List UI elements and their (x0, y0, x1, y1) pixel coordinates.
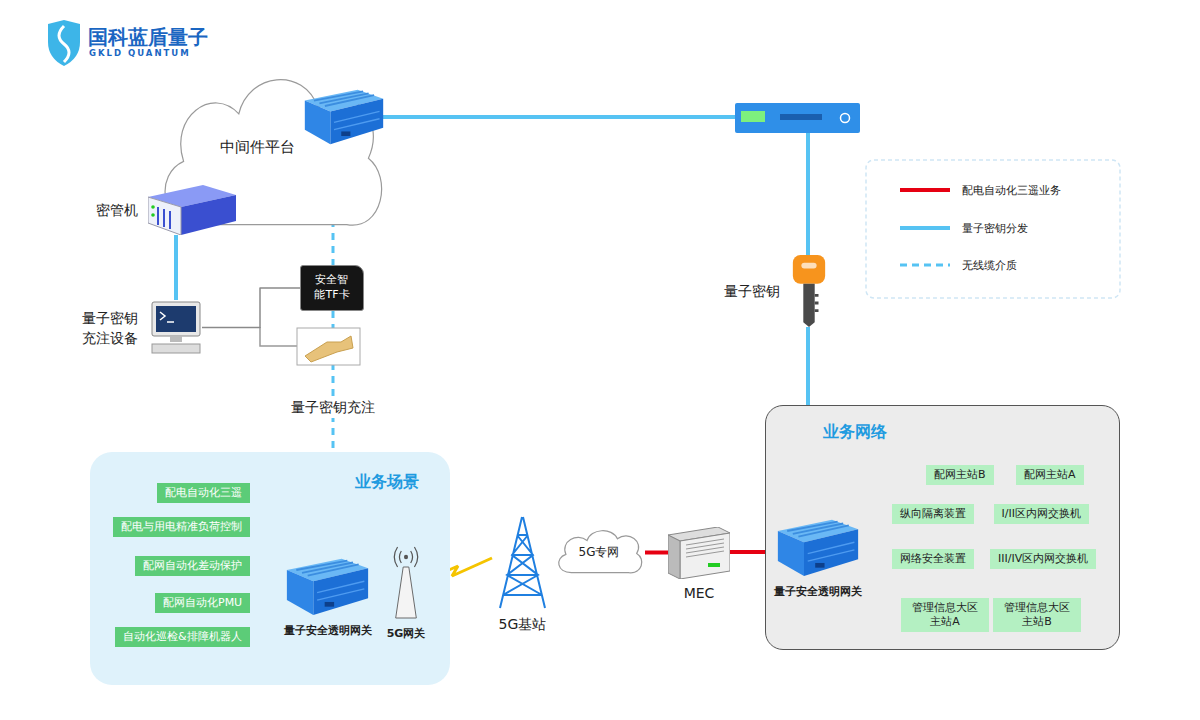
master-station-box: 配网主站B (926, 465, 994, 485)
connector (383, 117, 808, 255)
node-label: 量子密钥 充注设备 (80, 307, 140, 348)
icon-use (287, 559, 368, 615)
node-label: 配网主站A (1024, 468, 1076, 482)
usb-key-frame (297, 328, 360, 365)
key-charging-terminal: 量子密钥 充注设备 (150, 300, 202, 355)
network-device-box: 纵向隔离装置 (892, 504, 974, 524)
node-label: 5G基站 (499, 616, 547, 634)
node-label: 业务网络 (823, 422, 887, 443)
bracket-line (260, 327, 297, 346)
network-device-box: III/IV区内网交换机 (990, 549, 1096, 569)
node-label: 量子密钥 (724, 281, 780, 301)
rack-panel (780, 114, 822, 120)
connector (202, 288, 300, 328)
node-label: 配网自动化差动保护 (143, 559, 242, 573)
legend-text: 配电自动化三遥业务 (962, 183, 1061, 198)
business-network-region: 业务网络量子安全透明网关 纵向隔离装置 I/II区内网交换机 配网主站B 配网主站A 网络… (765, 405, 1120, 650)
legend-text: 无线缆介质 (962, 258, 1017, 273)
device-icon (285, 555, 370, 617)
node-label: 管理信息大区 主站B (1001, 601, 1073, 629)
node-label: 5G专网 (579, 544, 620, 561)
network-device-box: 网络安全装置 (892, 549, 974, 569)
5g-private-cloud: 5G专网 (553, 525, 645, 580)
connector (645, 551, 668, 555)
master-station-box: 管理信息大区 主站A (901, 598, 989, 632)
node-label: 密管机 (96, 200, 138, 220)
usb-key-body (305, 336, 353, 362)
service-box: 自动化巡检&排障机器人 (115, 627, 250, 647)
edge-label: 量子密钥充注 (288, 398, 378, 418)
device-icon (148, 185, 236, 235)
legend-dashed-sample (900, 264, 950, 267)
shield-swirl (59, 26, 69, 62)
logo-shield (48, 20, 80, 66)
master-station-box: 管理信息大区 主站B (993, 598, 1081, 632)
node-label: I/II区内网交换机 (1002, 507, 1081, 521)
usb-key (297, 328, 360, 365)
cloud-outline (559, 531, 642, 573)
quantum-gateway: 量子安全透明网关 (776, 516, 860, 578)
brand-subtitle: GKLD QUANTUM (89, 48, 191, 58)
node-label: 量子安全透明网关 (284, 623, 372, 638)
master-station-box: 配网主站A (1016, 465, 1084, 485)
node-label: 量子安全透明网关 (774, 584, 862, 599)
quantum-gateway: 量子安全透明网关 (285, 555, 370, 617)
node-label: 网络安全装置 (900, 552, 966, 566)
icon-use (793, 255, 825, 327)
icon-use (152, 302, 200, 353)
node-label: 安全智 能TF卡 (311, 273, 353, 303)
icon-use (668, 527, 730, 579)
shield-outer (48, 20, 80, 66)
icon-use (148, 185, 236, 235)
device-icon (776, 516, 860, 578)
legend-swatch (900, 188, 950, 192)
node-label: 5G网关 (387, 626, 426, 641)
scene-region: 业务场景配电自动化三遥配电与用电精准负荷控制配网自动化差动保护配网自动化PMU 自… (90, 452, 450, 685)
key-management-server: 密管机 (148, 185, 236, 235)
service-box: 配电与用电精准负荷控制 (113, 517, 250, 537)
node-label: 配网主站B (934, 468, 986, 482)
quantum-key-icon: 量子密钥 (790, 255, 828, 327)
legend-swatch (900, 226, 950, 230)
device-icon (495, 515, 550, 610)
device-icon (790, 255, 828, 327)
node-label: 纵向隔离装置 (900, 507, 966, 521)
node-label: 配电自动化三遥 (165, 486, 242, 500)
icon-use (305, 90, 383, 145)
icon-use (778, 520, 858, 576)
service-box: 配网自动化PMU (155, 593, 250, 613)
legend-text: 量子密钥分发 (962, 221, 1028, 236)
connector (174, 235, 178, 300)
legend-frame (866, 160, 1120, 298)
node-label: 配网自动化PMU (163, 596, 242, 610)
device-icon (391, 545, 421, 620)
icon-use (394, 547, 417, 618)
brand-name: 国科蓝盾量子 (88, 24, 208, 51)
service-box: 配网自动化差动保护 (135, 556, 250, 576)
rack-lcd (741, 111, 765, 122)
rack-body (735, 103, 860, 133)
node-label: 业务场景 (355, 472, 419, 493)
node-label: 中间件平台 (220, 138, 295, 157)
node-label: 自动化巡检&排障机器人 (123, 630, 242, 644)
service-box: 配电自动化三遥 (157, 483, 250, 503)
network-device-box: I/II区内网交换机 (994, 504, 1089, 524)
node-label: 管理信息大区 主站A (909, 601, 981, 629)
quantum-key-rack (735, 103, 860, 133)
device-icon (150, 300, 202, 355)
icon-use (500, 517, 545, 608)
node-label: MEC (684, 585, 715, 601)
middleware-gateway (305, 90, 383, 145)
tf-card: 安全智 能TF卡 (300, 265, 364, 311)
device-icon (668, 527, 730, 579)
mec-server: MEC (668, 527, 730, 579)
node-label: III/IV区内网交换机 (998, 552, 1088, 566)
5g-gateway: 5G网关 (391, 545, 421, 620)
node-label: 配电与用电精准负荷控制 (121, 520, 242, 534)
5g-base-station: 5G基站 (495, 515, 550, 610)
rack-knob (841, 114, 850, 123)
